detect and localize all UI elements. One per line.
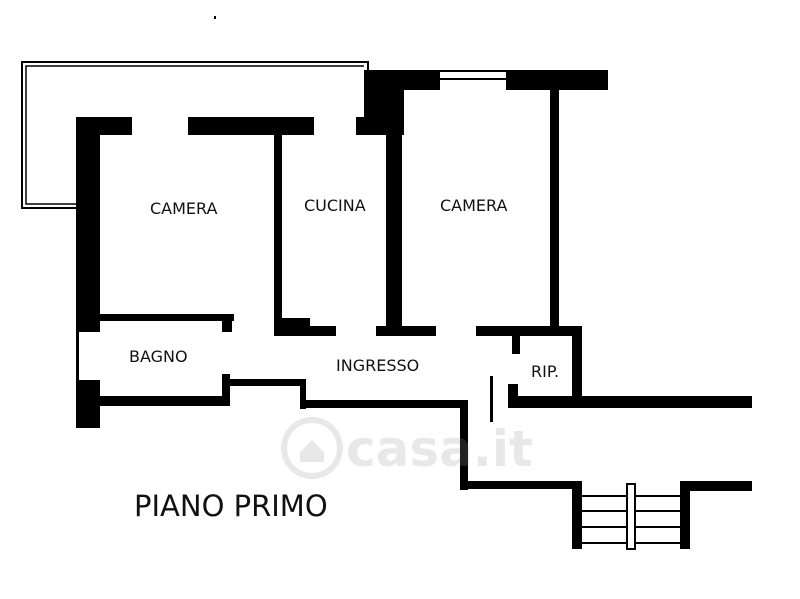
watermark-logo: [281, 417, 343, 479]
walls: [76, 70, 752, 549]
window-bagno: [76, 332, 79, 380]
room-label-camera-right: CAMERA: [440, 196, 508, 215]
floor-label: PIANO PRIMO: [134, 489, 328, 523]
balcony: [21, 61, 369, 209]
entrance-door: [490, 376, 493, 422]
watermark-text: casa.it: [346, 420, 533, 478]
room-label-ripostiglio: RIP.: [531, 362, 559, 381]
room-label-ingresso: INGRESSO: [336, 356, 419, 375]
room-label-camera-left: CAMERA: [150, 199, 218, 218]
room-label-cucina: CUCINA: [304, 196, 366, 215]
top-mark: [214, 16, 216, 19]
room-label-bagno: BAGNO: [129, 347, 188, 366]
stairs: [582, 483, 680, 550]
